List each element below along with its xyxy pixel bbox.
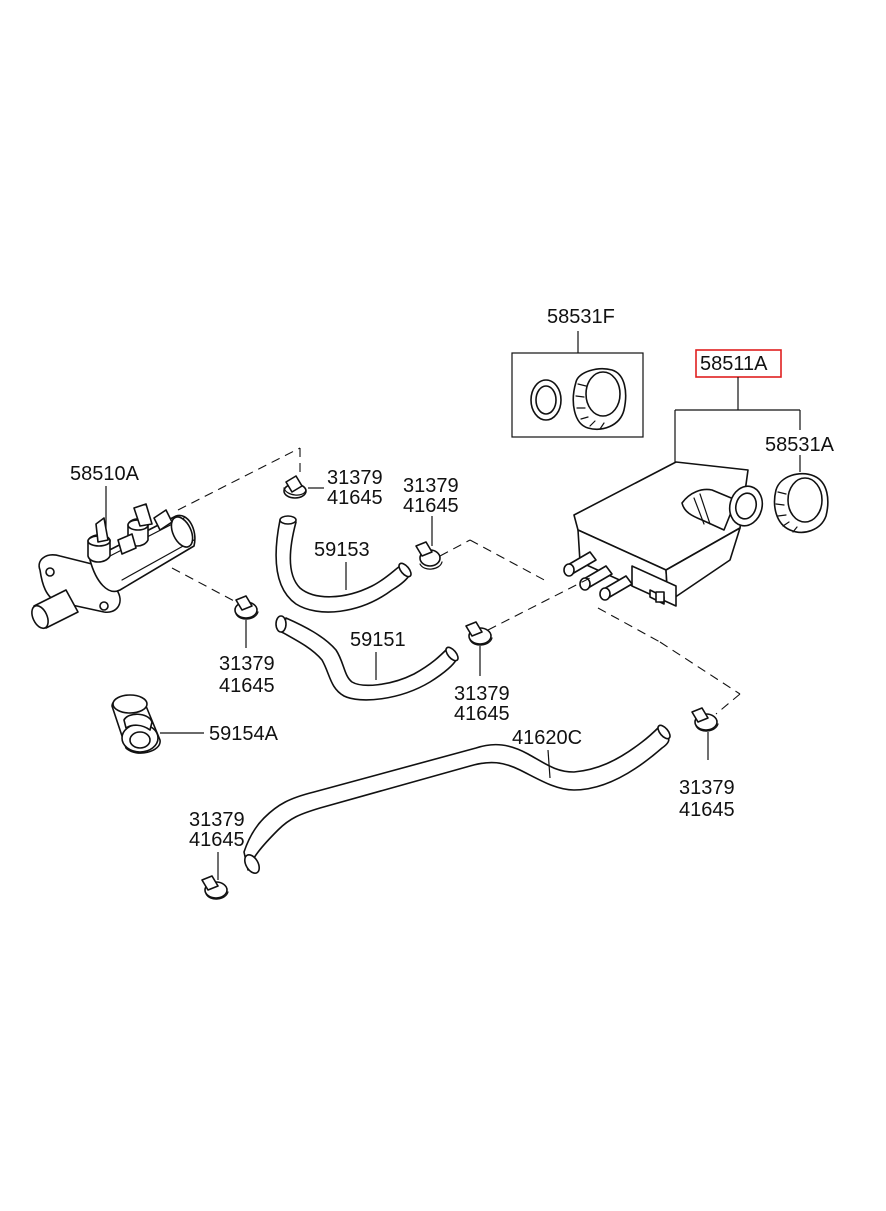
connection-line bbox=[659, 641, 741, 695]
master-cylinder-icon[interactable] bbox=[29, 503, 197, 631]
outlet-pipes bbox=[563, 551, 633, 601]
label-clamp-f-2: 41645 bbox=[189, 829, 245, 851]
connection-line bbox=[487, 577, 591, 631]
label-59154A: 59154A bbox=[209, 723, 279, 745]
label-clamp-c-2: 41645 bbox=[219, 675, 275, 697]
connection-line bbox=[715, 693, 741, 715]
label-clamp-b-1: 31379 bbox=[403, 475, 459, 497]
label-clamp-b-2: 41645 bbox=[403, 495, 459, 517]
reservoir-leader bbox=[674, 377, 801, 462]
label-41620C: 41620C bbox=[512, 727, 582, 749]
connection-line bbox=[171, 567, 237, 603]
label-clamp-f-1: 31379 bbox=[189, 809, 245, 831]
connection-line bbox=[469, 539, 549, 583]
reservoir-cap-icon[interactable] bbox=[773, 472, 829, 534]
filler-cap-icon[interactable] bbox=[572, 367, 627, 430]
label-clamp-e-2: 41645 bbox=[679, 799, 735, 821]
label-58531F: 58531F bbox=[547, 306, 615, 328]
hose-icon[interactable] bbox=[242, 723, 672, 875]
label-59153: 59153 bbox=[314, 539, 370, 561]
label-clamp-e-1: 31379 bbox=[679, 777, 735, 799]
label-58511A[interactable]: 58511A bbox=[700, 353, 768, 375]
label-58510A: 58510A bbox=[70, 463, 140, 485]
hose-clamp-icon[interactable] bbox=[234, 595, 259, 620]
connection-line bbox=[439, 539, 471, 557]
hose-clamp-icon[interactable] bbox=[201, 875, 229, 900]
hose-clamp-icon[interactable] bbox=[465, 621, 493, 646]
label-59151: 59151 bbox=[350, 629, 406, 651]
label-clamp-a-2: 41645 bbox=[327, 487, 383, 509]
reservoir-tank-icon[interactable] bbox=[563, 461, 767, 607]
connection-line bbox=[177, 447, 301, 511]
hose-clamp-icon[interactable] bbox=[415, 541, 443, 570]
grommet-icon[interactable] bbox=[111, 694, 161, 754]
hose-icon[interactable] bbox=[275, 615, 460, 701]
o-ring-icon bbox=[530, 379, 562, 421]
hose-clamp-icon[interactable] bbox=[691, 707, 719, 732]
label-58531A: 58531A bbox=[765, 434, 835, 456]
label-clamp-d-2: 41645 bbox=[454, 703, 510, 725]
hose-clamp-icon[interactable] bbox=[283, 475, 307, 499]
label-clamp-d-1: 31379 bbox=[454, 683, 510, 705]
hose-icon[interactable] bbox=[275, 515, 413, 613]
connection-line bbox=[597, 607, 661, 643]
label-clamp-c-1: 31379 bbox=[219, 653, 275, 675]
cap-set-box bbox=[511, 331, 644, 438]
label-clamp-a-1: 31379 bbox=[327, 467, 383, 489]
